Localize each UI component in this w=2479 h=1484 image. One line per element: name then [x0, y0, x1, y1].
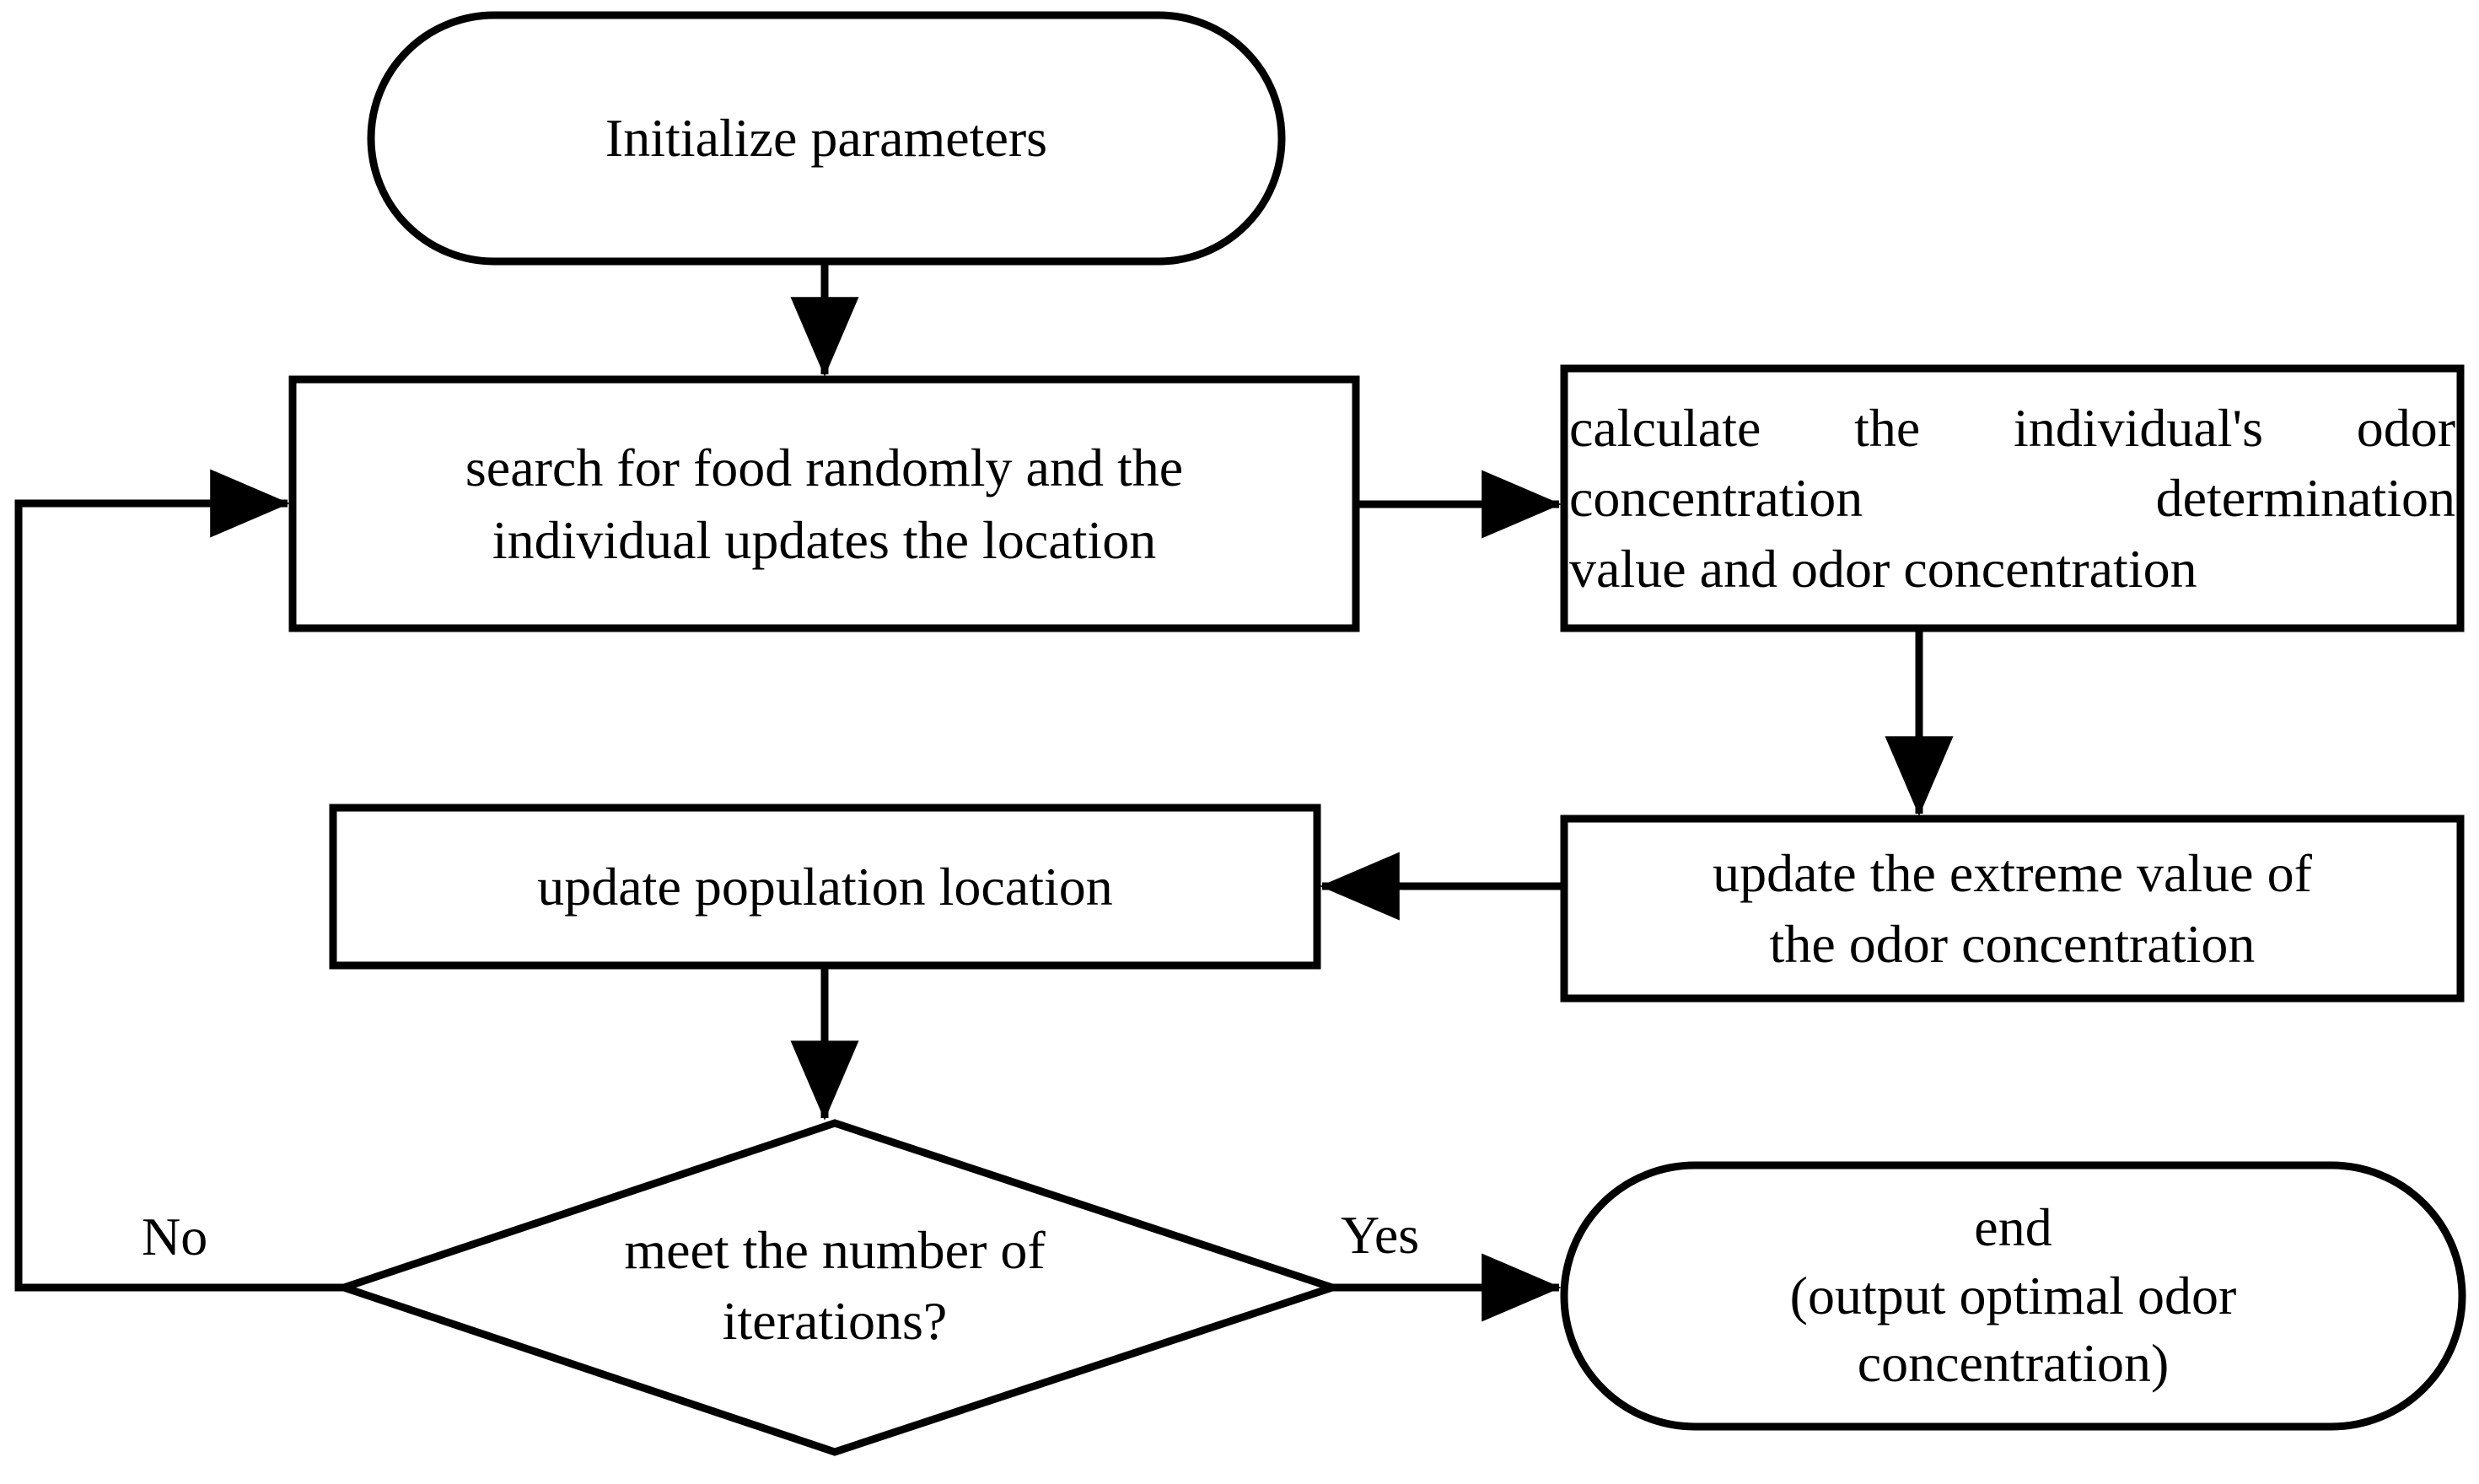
node-update-shape	[329, 804, 1321, 970]
node-end-shape	[1560, 1161, 2466, 1431]
node-search-shape	[288, 375, 1360, 632]
node-decision-shape	[331, 1119, 1345, 1456]
edge-decision-no-loop	[14, 469, 344, 1292]
node-calculate-shape	[1560, 364, 2465, 632]
node-start-shape	[367, 11, 1286, 266]
node-extreme-shape	[1560, 815, 2465, 1003]
